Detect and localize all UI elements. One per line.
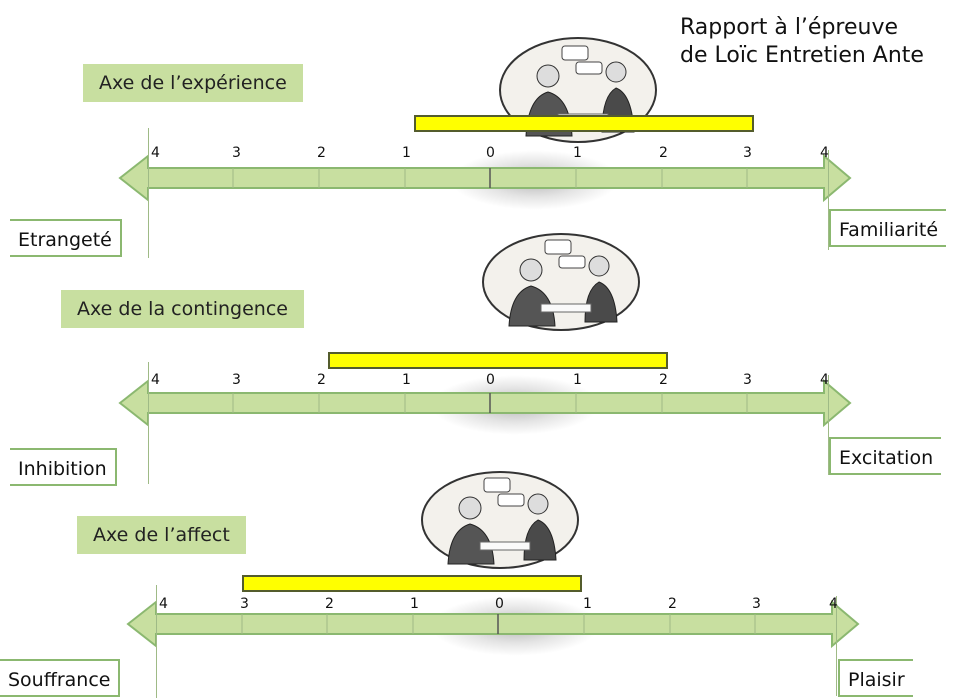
conversation-illustration (421, 471, 579, 569)
tick-label: 1 (573, 145, 582, 161)
contingence-left-end-label: Inhibition (10, 448, 117, 486)
tick-label: 1 (583, 596, 592, 612)
tick-label: 4 (829, 596, 838, 612)
tick-label: 1 (402, 145, 411, 161)
contingence-right-end-label: Excitation (829, 437, 942, 475)
tick-label: 2 (668, 596, 677, 612)
affect-range-bar (242, 575, 582, 592)
tick-label: 1 (402, 372, 411, 388)
tick-label: 0 (486, 372, 495, 388)
experience-range-bar (414, 115, 754, 132)
tick-label: 3 (232, 145, 241, 161)
tick-label: 3 (752, 596, 761, 612)
tick-label: 2 (317, 372, 326, 388)
tick-label: 2 (659, 145, 668, 161)
contingence-range-bar (328, 352, 668, 369)
affect-axis-arrow (126, 599, 860, 649)
tick-label: 2 (659, 372, 668, 388)
affect-left-end-label: Souffrance (0, 659, 121, 697)
axis-affect-label: Axe de l’affect (77, 516, 246, 554)
affect-right-end-label: Plaisir (838, 659, 913, 697)
right-end-line (828, 150, 829, 250)
conversation-illustration (482, 233, 640, 331)
tick-label: 4 (151, 372, 160, 388)
tick-label: 3 (743, 145, 752, 161)
tick-label: 1 (410, 596, 419, 612)
tick-label: 2 (317, 145, 326, 161)
tick-label: 4 (159, 596, 168, 612)
title-line-1: Rapport à l’épreuve (680, 15, 899, 40)
right-end-line (828, 375, 829, 475)
left-end-line (156, 585, 157, 698)
tick-label: 3 (743, 372, 752, 388)
tick-label: 0 (495, 596, 504, 612)
left-end-line (148, 362, 149, 484)
tick-label: 4 (151, 145, 160, 161)
experience-left-end-label: Etrangeté (10, 219, 122, 257)
tick-label: 4 (820, 145, 829, 161)
tick-label: 2 (325, 596, 334, 612)
tick-label: 4 (820, 372, 829, 388)
tick-label: 0 (486, 145, 495, 161)
axis-contingence-label: Axe de la contingence (61, 290, 304, 328)
title-line-2: de Loïc Entretien Ante (680, 43, 924, 68)
tick-label: 3 (232, 372, 241, 388)
axis-experience-label: Axe de l’expérience (83, 64, 303, 102)
tick-label: 3 (240, 596, 249, 612)
diagram-title: Rapport à l’épreuve de Loïc Entretien An… (680, 14, 965, 70)
left-end-line (148, 128, 149, 258)
tick-label: 1 (573, 372, 582, 388)
right-end-line (836, 596, 837, 696)
experience-right-end-label: Familiarité (829, 209, 947, 247)
